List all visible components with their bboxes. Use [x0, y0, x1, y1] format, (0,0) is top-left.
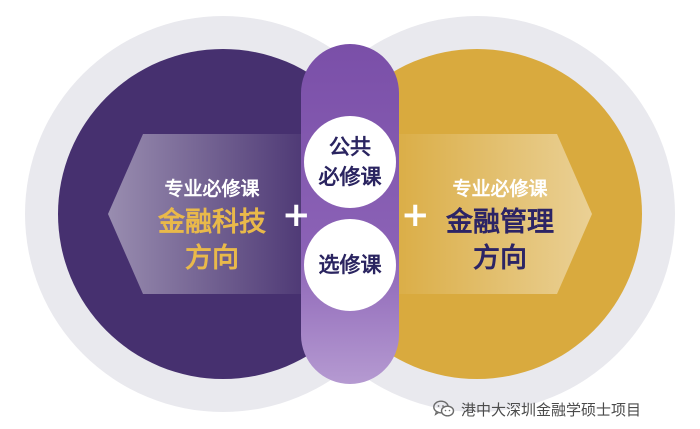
center-top-circle [304, 116, 396, 208]
right-subtitle: 专业必修课 [452, 178, 548, 200]
center-pill [301, 44, 399, 384]
center-top-line1: 公共 [329, 135, 371, 159]
right-title-line2: 方向 [473, 243, 527, 274]
right-arrow-banner [374, 134, 592, 294]
left-title-line2: 方向 [185, 243, 239, 274]
left-title-line1: 金融科技 [158, 207, 266, 238]
right-title-line1: 金融管理 [446, 207, 554, 238]
left-subtitle: 专业必修课 [164, 178, 260, 200]
left-arrow-banner [108, 134, 326, 294]
plus-left: + [282, 195, 311, 235]
wechat-icon [433, 400, 455, 418]
center-top-line2: 必修课 [318, 165, 382, 189]
plus-right: + [401, 195, 430, 235]
watermark: 港中大深圳金融学硕士项目 [433, 397, 693, 421]
watermark-text: 港中大深圳金融学硕士项目 [461, 400, 642, 419]
center-bottom-label: 选修课 [318, 253, 382, 277]
center-bottom-circle [304, 219, 396, 311]
